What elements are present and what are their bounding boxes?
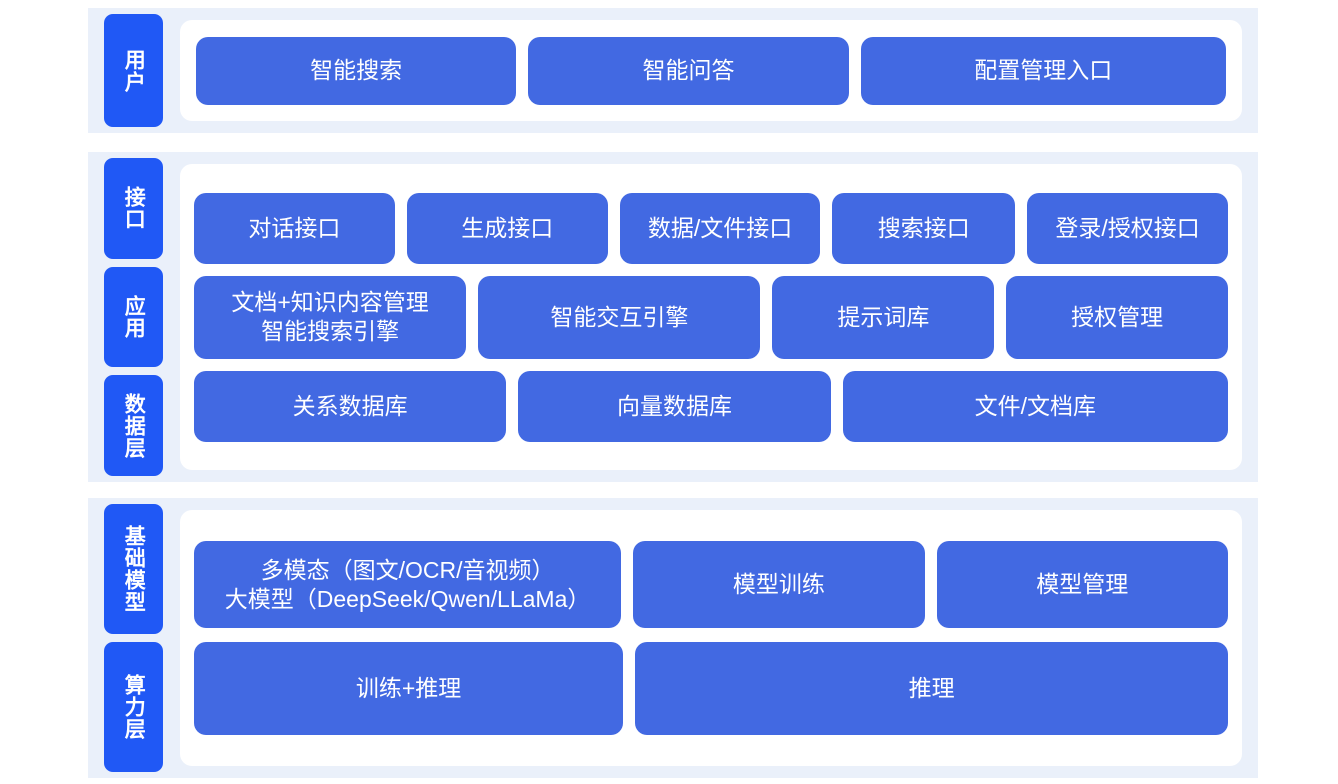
row-compute: 训练+推理 推理: [194, 642, 1228, 735]
box-file-document-store[interactable]: 文件/文档库: [842, 370, 1229, 442]
box-vector-database[interactable]: 向量数据库: [518, 370, 831, 442]
box-model-management[interactable]: 模型管理: [936, 541, 1228, 628]
box-login-auth-api[interactable]: 登录/授权接口: [1027, 192, 1228, 264]
box-data-file-api[interactable]: 数据/文件接口: [619, 192, 821, 264]
box-authorization-management[interactable]: 授权管理: [1006, 275, 1229, 359]
box-prompt-library[interactable]: 提示词库: [772, 275, 995, 359]
layer-tab-data[interactable]: 数据层: [104, 375, 163, 477]
box-smart-search[interactable]: 智能搜索: [196, 36, 517, 105]
box-multimodal-large-model[interactable]: 多模态（图文/OCR/音视频） 大模型（DeepSeek/Qwen/LLaMa）: [194, 541, 622, 628]
box-model-training[interactable]: 模型训练: [633, 541, 925, 628]
box-config-management-entry[interactable]: 配置管理入口: [860, 36, 1226, 105]
layer-tab-application[interactable]: 应用: [104, 266, 163, 368]
panel-platform-layer: 对话接口 生成接口 数据/文件接口 搜索接口 登录/授权接口 文档+知识内容管理…: [180, 164, 1242, 470]
layer-tab-user[interactable]: 用户: [104, 14, 163, 127]
layer-tab-foundation-model[interactable]: 基础模型: [104, 504, 163, 634]
box-generation-api[interactable]: 生成接口: [406, 192, 608, 264]
box-training-plus-inference[interactable]: 训练+推理: [194, 642, 624, 735]
panel-user-layer: 智能搜索 智能问答 配置管理入口: [180, 20, 1242, 121]
box-document-knowledge-management[interactable]: 文档+知识内容管理 智能搜索引擎: [194, 275, 467, 359]
rail-user-layer: 用户: [88, 8, 163, 133]
section-user-layer: 用户 智能搜索 智能问答 配置管理入口: [88, 8, 1258, 133]
rail-platform-layer: 接口 应用 数据层: [88, 152, 163, 482]
layer-tab-compute[interactable]: 算力层: [104, 642, 163, 772]
section-platform-layer: 接口 应用 数据层 对话接口 生成接口 数据/文件接口 搜索接口 登录/授权接口…: [88, 152, 1258, 482]
box-dialog-api[interactable]: 对话接口: [194, 192, 395, 264]
box-smart-qa[interactable]: 智能问答: [528, 36, 849, 105]
section-infrastructure-layer: 基础模型 算力层 多模态（图文/OCR/音视频） 大模型（DeepSeek/Qw…: [88, 498, 1258, 778]
panel-infrastructure-layer: 多模态（图文/OCR/音视频） 大模型（DeepSeek/Qwen/LLaMa）…: [180, 510, 1242, 766]
row-foundation-model: 多模态（图文/OCR/音视频） 大模型（DeepSeek/Qwen/LLaMa）…: [194, 541, 1228, 628]
box-relational-database[interactable]: 关系数据库: [194, 370, 507, 442]
box-search-api[interactable]: 搜索接口: [832, 192, 1016, 264]
row-application: 文档+知识内容管理 智能搜索引擎 智能交互引擎 提示词库 授权管理: [194, 275, 1229, 359]
box-inference[interactable]: 推理: [635, 642, 1228, 735]
box-smart-interaction-engine[interactable]: 智能交互引擎: [478, 275, 761, 359]
row-user-entries: 智能搜索 智能问答 配置管理入口: [196, 36, 1226, 105]
row-data: 关系数据库 向量数据库 文件/文档库: [194, 370, 1229, 442]
layer-tab-interface[interactable]: 接口: [104, 158, 163, 259]
row-interface: 对话接口 生成接口 数据/文件接口 搜索接口 登录/授权接口: [194, 192, 1228, 264]
rail-infrastructure-layer: 基础模型 算力层: [88, 498, 163, 778]
